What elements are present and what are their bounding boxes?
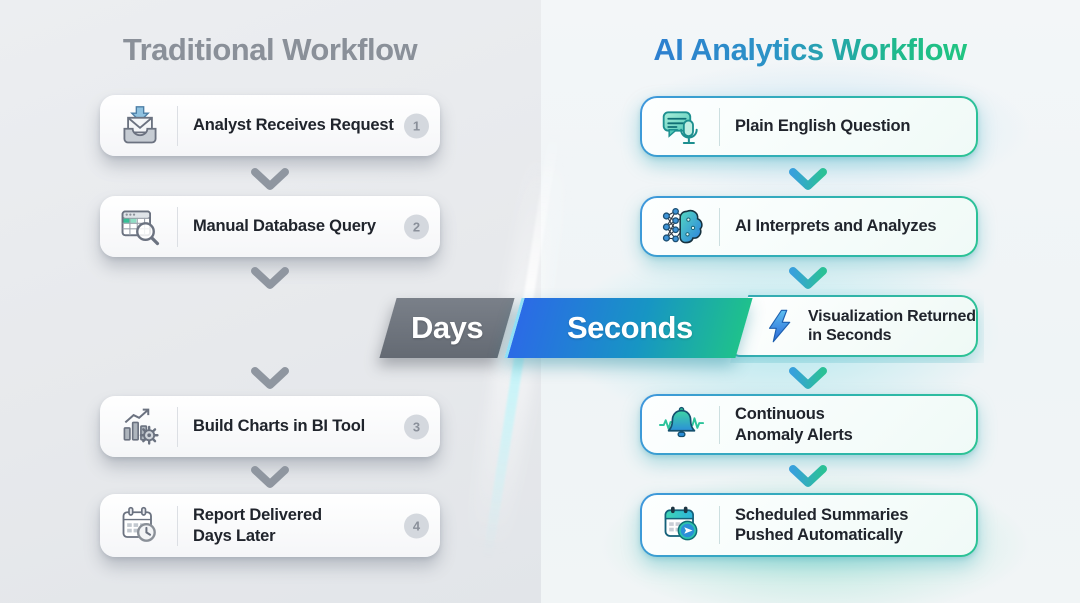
database-search-icon — [117, 204, 163, 250]
days-time-banner: Days — [379, 298, 515, 358]
card-divider — [719, 107, 720, 146]
card-divider — [177, 505, 178, 546]
step-card-visualization-returned: Visualization Returned in Seconds — [730, 295, 978, 357]
card-divider — [719, 405, 720, 444]
step-label: Scheduled Summaries Pushed Automatically — [735, 505, 909, 544]
chevron-down-icon — [251, 267, 289, 289]
inbox-receive-icon — [117, 103, 163, 149]
seconds-label: Seconds — [567, 310, 693, 345]
seconds-time-banner: Seconds — [504, 298, 753, 358]
alert-bell-pulse-icon — [659, 402, 705, 448]
step-card-anomaly-alerts: Continuous Anomaly Alerts — [640, 394, 978, 455]
step-label: Continuous Anomaly Alerts — [735, 405, 853, 444]
chevron-down-icon — [251, 168, 289, 190]
step-label: Analyst Receives Request — [193, 116, 394, 135]
step-label: Report Delivered Days Later — [193, 506, 322, 545]
card-divider — [177, 406, 178, 447]
card-divider — [719, 506, 720, 544]
step-number-badge: 1 — [404, 113, 429, 138]
bar-chart-gear-icon — [117, 404, 163, 450]
chevron-down-icon — [789, 168, 827, 190]
days-label: Days — [410, 310, 484, 345]
lightning-bolt-icon — [762, 303, 798, 349]
step-label: Build Charts in BI Tool — [193, 417, 366, 436]
neural-network-brain-icon — [659, 204, 705, 250]
step-card-report-delivered: Report Delivered Days Later 4 — [100, 494, 440, 557]
step-label: Plain English Question — [735, 117, 911, 136]
card-divider — [177, 206, 178, 247]
calendar-send-icon — [659, 502, 705, 548]
step-card-scheduled-summaries: Scheduled Summaries Pushed Automatically — [640, 493, 978, 557]
step-number-badge: 3 — [404, 414, 429, 439]
chevron-down-icon — [251, 367, 289, 389]
chevron-down-icon — [251, 466, 289, 488]
step-card-analyst-receives-request: Analyst Receives Request 1 — [100, 95, 440, 156]
step-number-badge: 2 — [404, 214, 429, 239]
traditional-workflow-title: Traditional Workflow — [122, 32, 418, 67]
step-label: Visualization Returned in Seconds — [808, 307, 976, 344]
card-divider — [719, 207, 720, 246]
step-label: Manual Database Query — [193, 217, 376, 236]
calendar-clock-icon — [117, 503, 163, 549]
step-card-plain-english-question: Plain English Question — [640, 96, 978, 157]
step-card-manual-database-query: Manual Database Query 2 — [100, 196, 440, 257]
chevron-down-icon — [789, 367, 827, 389]
chat-microphone-icon — [659, 104, 705, 150]
step-number-badge: 4 — [404, 513, 429, 538]
step-card-build-charts: Build Charts in BI Tool 3 — [100, 396, 440, 457]
step-card-ai-interprets: AI Interprets and Analyzes — [640, 196, 978, 257]
ai-analytics-workflow-title: AI Analytics Workflow — [640, 32, 980, 68]
card-divider — [177, 105, 178, 146]
chevron-down-icon — [789, 465, 827, 487]
step-label: AI Interprets and Analyzes — [735, 217, 937, 236]
chevron-down-icon — [789, 267, 827, 289]
